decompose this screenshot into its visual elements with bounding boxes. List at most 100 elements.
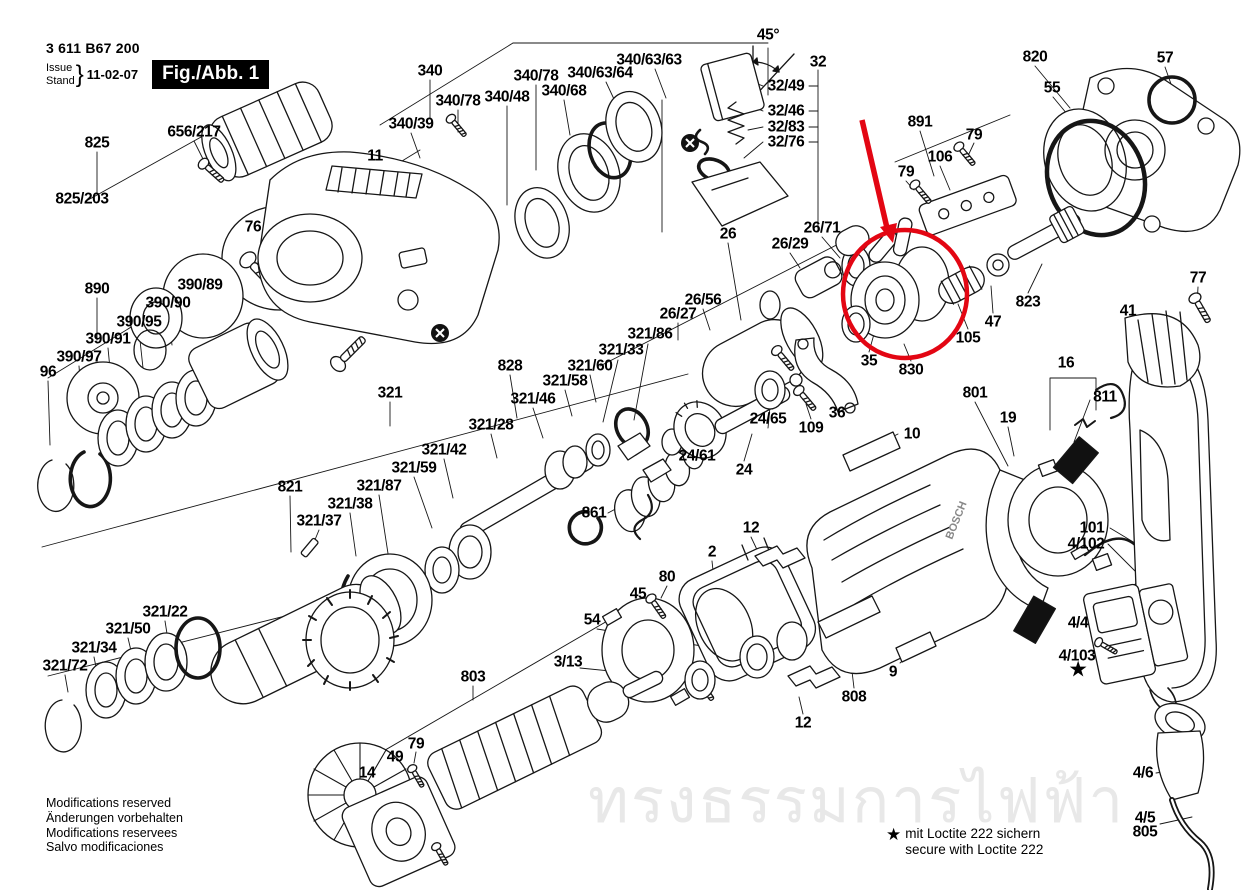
part-label-26-27: 26/27 — [659, 305, 697, 323]
part-label-340-78: 340/78 — [513, 67, 559, 85]
part-label-321: 321 — [377, 384, 403, 402]
part-label-106: 106 — [927, 148, 953, 166]
loctite-note: ★ mit Loctite 222 sichern secure with Lo… — [886, 826, 1043, 858]
part-label-340-48: 340/48 — [484, 88, 530, 106]
part-label-830: 830 — [898, 361, 924, 379]
part-label-32-46: 32/46 — [767, 102, 805, 120]
modifications-line: Modifications reservees — [46, 825, 178, 840]
part-label-321-28: 321/28 — [468, 416, 514, 434]
part-label-390-95: 390/95 — [116, 313, 162, 331]
part-label-821: 821 — [277, 478, 303, 496]
part-label-4-103: 4/103 — [1058, 647, 1096, 665]
part-label-321-22: 321/22 — [142, 603, 188, 621]
part-label-825: 825 — [84, 134, 110, 152]
part-label-321-46: 321/46 — [510, 390, 556, 408]
part-label-32: 32 — [809, 53, 827, 71]
part-label-321-38: 321/38 — [327, 495, 373, 513]
part-label-9: 9 — [888, 663, 898, 681]
part-label-321-34: 321/34 — [71, 639, 117, 657]
highlight-annotation — [843, 120, 967, 358]
part-label-820: 820 — [1022, 48, 1048, 66]
part-label-340-63-63: 340/63/63 — [616, 51, 682, 69]
baffle-plate-14 — [339, 774, 458, 890]
part-label-79: 79 — [897, 163, 915, 181]
part-label-321-42: 321/42 — [421, 441, 467, 459]
hammer-tube-821 — [45, 568, 409, 751]
part-label-26-29: 26/29 — [771, 235, 809, 253]
part-label-24-61: 24/61 — [678, 447, 716, 465]
part-label-77: 77 — [1189, 269, 1207, 287]
issue-brace: } — [75, 60, 84, 88]
part-label-32-49: 32/49 — [767, 77, 805, 95]
part-label-808: 808 — [841, 688, 867, 706]
part-label-26-71: 26/71 — [803, 219, 841, 237]
part-label-14: 14 — [358, 764, 376, 782]
part-label-390-97: 390/97 — [56, 348, 102, 366]
part-label-340-39: 340/39 — [388, 115, 434, 133]
part-label-24: 24 — [735, 461, 753, 479]
part-label-805: 805 — [1132, 823, 1158, 841]
part-label-823: 823 — [1015, 293, 1041, 311]
part-label-340-63-64: 340/63/64 — [567, 64, 633, 82]
watermark: ทรงธรรมการไฟฟ้า — [588, 767, 1126, 836]
part-label-19: 19 — [999, 409, 1017, 427]
part-label-4-4: 4/4 — [1067, 614, 1089, 632]
part-label-36: 36 — [828, 404, 846, 422]
part-label-49: 49 — [386, 748, 404, 766]
part-label-340-68: 340/68 — [541, 82, 587, 100]
part-label-76: 76 — [244, 218, 262, 236]
star-icon: ★ — [1069, 659, 1087, 681]
part-label-96: 96 — [39, 363, 57, 381]
issue-label-line1: Issue — [46, 61, 73, 74]
part-label-803: 803 — [460, 668, 486, 686]
part-label-24-65: 24/65 — [749, 410, 787, 428]
part-label-79: 79 — [407, 735, 425, 753]
striker-group-32 — [692, 52, 788, 226]
issue-label-line2: Stand — [46, 74, 75, 87]
part-label-16: 16 — [1057, 354, 1075, 372]
figure-label: Fig./Abb. 1 — [152, 60, 270, 89]
piston-ring-stack — [38, 313, 297, 512]
clamp-36 — [795, 338, 858, 413]
part-label-32-76: 32/76 — [767, 133, 805, 151]
part-label-41: 41 — [1119, 302, 1137, 320]
part-label-35: 35 — [860, 352, 878, 370]
part-label-825-203: 825/203 — [55, 190, 109, 208]
part-label-321-33: 321/33 — [598, 341, 644, 359]
part-label-54: 54 — [583, 611, 601, 629]
keyless-chuck — [194, 76, 338, 187]
part-label-321-60: 321/60 — [567, 357, 613, 375]
hammer-housing — [258, 152, 499, 344]
gear-housing-820 — [1031, 68, 1240, 248]
ring-set-340 — [487, 84, 690, 265]
part-label-79: 79 — [965, 126, 983, 144]
brush-plate-801 — [986, 384, 1147, 647]
part-label-109: 109 — [798, 419, 824, 437]
part-label-321-87: 321/87 — [356, 477, 402, 495]
bracket-861 — [618, 433, 671, 539]
motor-housing-10: BOSCH — [807, 432, 1009, 674]
part-label-4-5: 4/5 — [1134, 809, 1156, 827]
part-label-4-6: 4/6 — [1132, 764, 1154, 782]
part-label-340-78: 340/78 — [435, 92, 481, 110]
part-label-390-90: 390/90 — [145, 294, 191, 312]
part-label-80: 80 — [658, 568, 676, 586]
part-label-12: 12 — [794, 714, 812, 732]
loctite-line1: mit Loctite 222 sichern — [905, 826, 1041, 841]
part-label-3-13: 3/13 — [553, 653, 583, 671]
part-label-321-86: 321/86 — [627, 325, 673, 343]
drawing-header: 3 611 B67 200 Issue Stand } 11-02-07 Fig… — [46, 40, 270, 89]
part-label-811: 811 — [1093, 388, 1117, 406]
modifications-line: Modifications reserved — [46, 796, 172, 810]
part-label-101: 101 — [1079, 519, 1105, 537]
part-label-26-56: 26/56 — [684, 291, 722, 309]
switch-44 — [1083, 576, 1190, 712]
crank-assembly-830 — [831, 205, 1086, 342]
part-label-32-83: 32/83 — [767, 118, 805, 136]
part-label-828: 828 — [497, 357, 523, 375]
part-label-390-91: 390/91 — [85, 330, 131, 348]
part-label-11: 11 — [367, 147, 383, 165]
modifications-note: Modifications reserved Änderungen vorbeh… — [46, 796, 183, 855]
part-label-55: 55 — [1043, 79, 1061, 97]
